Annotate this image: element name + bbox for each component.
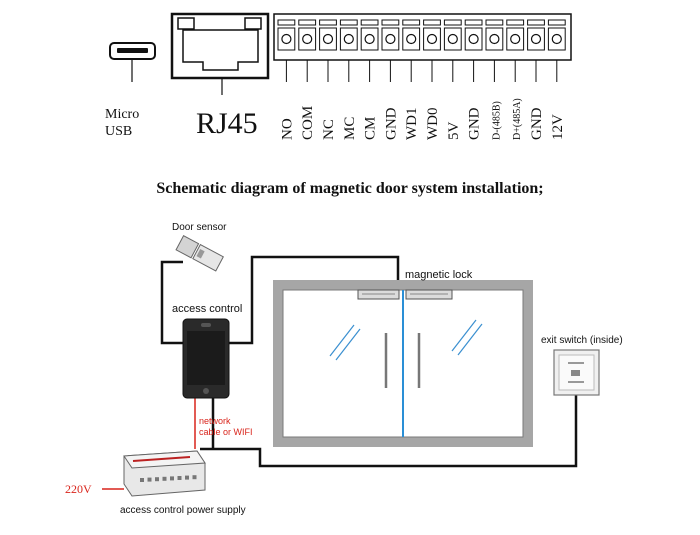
power-supply-icon	[123, 450, 206, 497]
magnetic-lock-icon	[357, 289, 453, 300]
power-input-label: 220V	[65, 482, 92, 496]
signal-wires	[160, 255, 578, 468]
pin-label: GND	[467, 107, 483, 140]
exit-switch-label: exit switch (inside)	[541, 335, 623, 346]
terminal-screw-icon	[402, 19, 421, 51]
terminal-screws	[277, 19, 566, 51]
terminal-screw-icon	[527, 19, 545, 51]
power-supply-label: access control power supply	[120, 505, 246, 516]
terminal-screw-icon	[443, 19, 462, 51]
pin-label: WD1	[404, 108, 420, 141]
pin-label: CM	[363, 117, 379, 140]
pin-label: NC	[321, 119, 337, 140]
exit-switch-icon	[553, 349, 600, 396]
glass-door-frame	[273, 280, 533, 447]
terminal-screw-icon	[423, 19, 441, 51]
pin-label: NO	[279, 118, 295, 140]
terminal-screw-icon	[277, 19, 296, 51]
diagram-title: Schematic diagram of magnetic door syste…	[156, 180, 543, 197]
terminal-screw-icon	[381, 19, 400, 51]
pin-label: MC	[342, 117, 358, 140]
access-control-label: access control	[172, 303, 242, 315]
pin-label: GND	[383, 107, 399, 140]
terminal-screw-icon	[506, 19, 525, 51]
terminal-screw-icon	[547, 19, 566, 51]
terminal-block	[273, 13, 572, 61]
network-label-line2: cable or WIFI	[199, 427, 253, 437]
rj45-label: RJ45	[196, 107, 258, 140]
glass-reflection-lines	[329, 319, 483, 361]
network-label-line1: network	[199, 416, 231, 426]
usb-label-line1: Micro	[105, 107, 139, 122]
access-control-device-icon	[182, 318, 230, 399]
door-sensor-icon	[175, 234, 224, 272]
pin-label: 5V	[446, 122, 462, 141]
magnetic-lock-label: magnetic lock	[405, 269, 473, 281]
rj45-port-icon	[170, 12, 270, 80]
pin-label: COM	[300, 106, 316, 140]
pin-label: D+(485A)	[512, 98, 523, 140]
terminal-screw-icon	[485, 19, 504, 51]
terminal-screw-icon	[339, 19, 358, 51]
pin-label: 12V	[550, 114, 566, 140]
door-sensor-label: Door sensor	[172, 222, 227, 233]
terminal-screw-icon	[360, 19, 379, 51]
pin-label: GND	[529, 107, 545, 140]
installation-diagram: Door sensor access control network cable…	[65, 222, 623, 516]
pin-label: D-(485B)	[491, 101, 502, 140]
terminal-screw-icon	[298, 19, 317, 51]
terminal-screw-icon	[464, 19, 483, 51]
pin-label: WD0	[425, 108, 441, 141]
usb-label-line2: USB	[105, 124, 132, 139]
micro-usb-port-icon	[109, 42, 156, 60]
terminal-screw-icon	[319, 19, 337, 51]
